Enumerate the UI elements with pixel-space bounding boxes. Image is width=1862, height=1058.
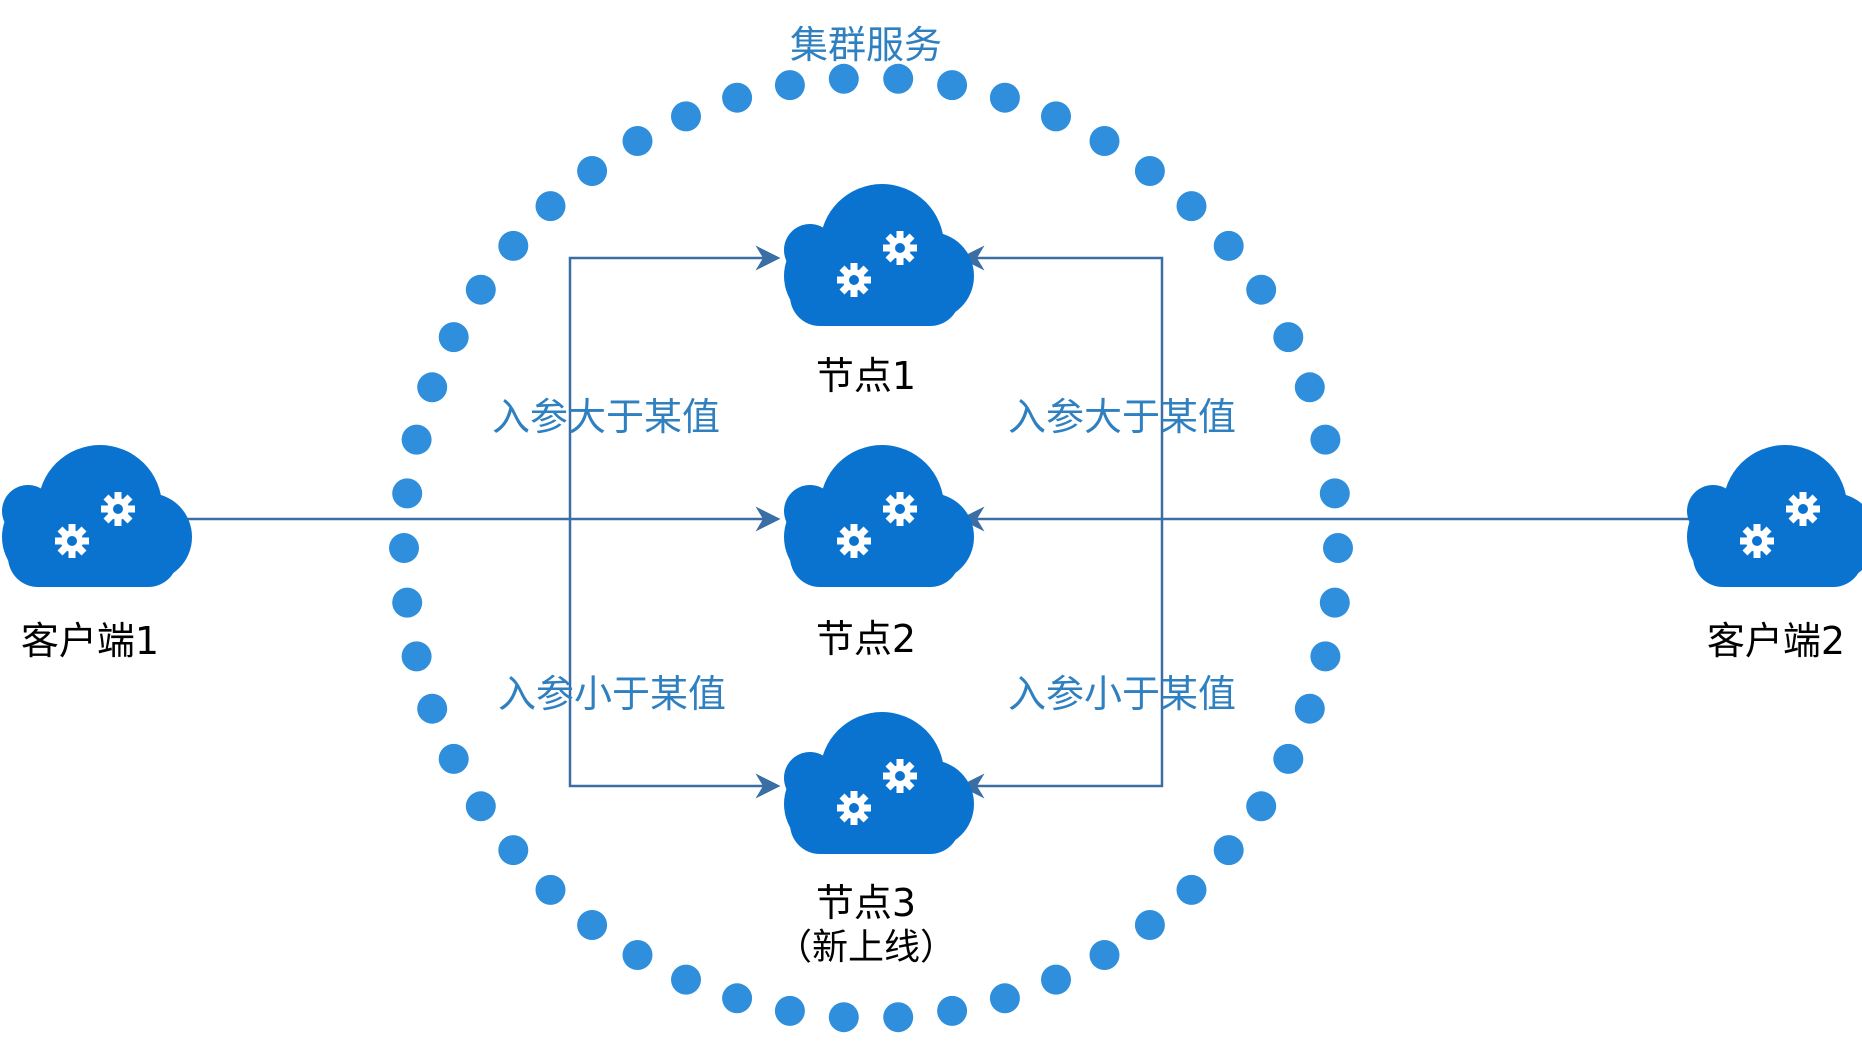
boundary-dot bbox=[417, 693, 448, 724]
client1-label: 客户端1 bbox=[20, 619, 160, 663]
boundary-dot bbox=[989, 82, 1020, 113]
node2-cloud-gear-icon bbox=[784, 445, 974, 587]
boundary-dot bbox=[622, 126, 653, 156]
boundary-dot bbox=[1294, 693, 1325, 724]
condition-right-bottom: 入参小于某值 bbox=[1008, 672, 1237, 716]
boundary-dot bbox=[535, 191, 566, 222]
boundary-dot bbox=[401, 641, 432, 672]
boundary-dot bbox=[465, 791, 496, 822]
boundary-dot bbox=[774, 995, 805, 1026]
boundary-dot bbox=[1089, 126, 1120, 156]
boundary-dot bbox=[989, 983, 1020, 1014]
boundary-dot bbox=[1089, 940, 1120, 970]
node3-cloud-gear-icon bbox=[784, 712, 974, 854]
boundary-dot bbox=[1319, 478, 1350, 509]
boundary-dot bbox=[1273, 322, 1304, 353]
boundary-dot bbox=[392, 587, 423, 618]
boundary-dot bbox=[774, 70, 805, 101]
cluster-title: 集群服务 bbox=[789, 23, 943, 67]
boundary-dot bbox=[1294, 372, 1325, 403]
boundary-dot bbox=[1041, 101, 1071, 132]
left-branch-top-line bbox=[568, 245, 781, 519]
boundary-dot bbox=[1176, 191, 1207, 222]
condition-left-top: 入参大于某值 bbox=[492, 395, 721, 439]
boundary-dot bbox=[1310, 641, 1341, 672]
node2-label: 节点2 bbox=[815, 617, 917, 661]
connection-lines bbox=[180, 245, 1690, 799]
boundary-dot bbox=[937, 995, 968, 1026]
condition-right-top: 入参大于某值 bbox=[1008, 395, 1237, 439]
node1-label: 节点1 bbox=[815, 354, 917, 398]
boundary-dot bbox=[1213, 835, 1244, 866]
boundary-dot bbox=[1246, 791, 1277, 822]
boundary-dot bbox=[389, 533, 419, 563]
client1-cloud-gear-icon bbox=[2, 445, 192, 587]
boundary-dot bbox=[1213, 230, 1244, 261]
left-branch-bottom-line bbox=[568, 519, 781, 799]
boundary-dot bbox=[465, 274, 496, 305]
boundary-dot bbox=[1176, 874, 1207, 905]
boundary-dot bbox=[1273, 743, 1304, 774]
boundary-dot bbox=[937, 70, 968, 101]
boundary-dot bbox=[1134, 156, 1165, 186]
client2-cloud-gear-icon bbox=[1687, 445, 1862, 587]
boundary-dot bbox=[671, 964, 701, 995]
boundary-dot bbox=[828, 1002, 859, 1033]
boundary-dot bbox=[1134, 910, 1165, 940]
client2-label: 客户端2 bbox=[1706, 619, 1846, 663]
boundary-dot bbox=[438, 743, 469, 774]
boundary-dot bbox=[828, 63, 859, 94]
boundary-dot bbox=[1041, 964, 1071, 995]
boundary-dot bbox=[577, 910, 608, 940]
cluster-boundary-dots bbox=[389, 63, 1353, 1033]
boundary-dot bbox=[392, 478, 423, 509]
condition-left-bottom: 入参小于某值 bbox=[498, 672, 727, 716]
boundary-dot bbox=[417, 372, 448, 403]
boundary-dot bbox=[883, 1002, 914, 1033]
right-branch-bottom-line bbox=[959, 519, 1164, 799]
boundary-dot bbox=[883, 63, 914, 94]
boundary-dot bbox=[671, 101, 701, 132]
boundary-dot bbox=[498, 230, 529, 261]
boundary-dot bbox=[401, 424, 432, 455]
node3-sublabel: （新上线） bbox=[775, 927, 957, 968]
boundary-dot bbox=[535, 874, 566, 905]
boundary-dot bbox=[438, 322, 469, 353]
right-branch-top-line bbox=[959, 245, 1164, 519]
boundary-dot bbox=[577, 156, 608, 186]
boundary-dot bbox=[722, 82, 753, 113]
boundary-dot bbox=[622, 940, 653, 970]
node3-label: 节点3 bbox=[815, 881, 917, 925]
boundary-dot bbox=[498, 835, 529, 866]
node1-cloud-gear-icon bbox=[784, 184, 974, 326]
boundary-dot bbox=[1310, 424, 1341, 455]
boundary-dot bbox=[1246, 274, 1277, 305]
boundary-dot bbox=[1319, 587, 1350, 618]
boundary-dot bbox=[1323, 533, 1353, 563]
boundary-dot bbox=[722, 983, 753, 1014]
